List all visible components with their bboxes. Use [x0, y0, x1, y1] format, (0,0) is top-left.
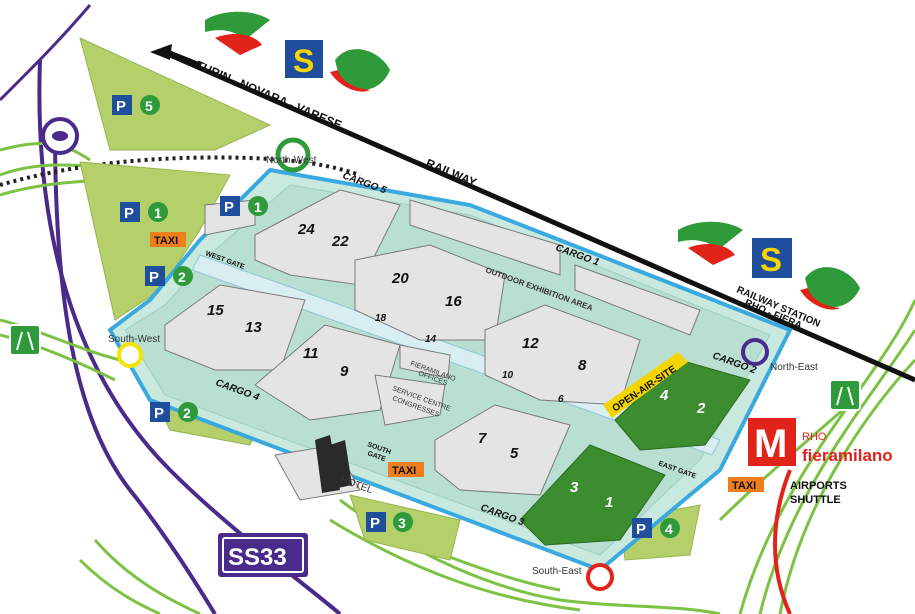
hall-18: 18 [375, 313, 387, 324]
taxi-east[interactable]: TAXI [728, 477, 764, 492]
parking-letter: P [224, 199, 234, 216]
parking-letter: P [124, 205, 134, 222]
parking-number: 2 [178, 269, 186, 285]
hall-20: 20 [391, 270, 409, 287]
metro-letter: M [754, 422, 787, 466]
parking-letter: P [149, 269, 159, 286]
hotel-tower [315, 435, 352, 493]
railway-dotted [0, 155, 361, 187]
parking-p1-covered[interactable]: P 1 [220, 196, 268, 216]
fs-logo-right [678, 221, 743, 265]
shuttle-line-1: AIRPORTS [790, 480, 847, 492]
motorway-icon-east [829, 379, 861, 411]
north-east-roundabout [741, 338, 769, 366]
metro-station[interactable]: M RHO fieramilano [748, 418, 893, 466]
north-west-roundabout [275, 137, 311, 173]
ss33-label: SS33 [228, 544, 287, 571]
parking-number: 5 [145, 98, 153, 114]
hall-14: 14 [425, 334, 437, 345]
railway-arrow [150, 44, 172, 60]
parking-number: 2 [183, 405, 191, 421]
railway-track [169, 52, 915, 383]
parking-p3[interactable]: P 3 [366, 512, 413, 532]
hall-4: 4 [659, 387, 669, 404]
taxi-west[interactable]: TAXI [150, 232, 186, 247]
south-east-label: South-East [532, 566, 582, 577]
taxi-label: TAXI [732, 480, 756, 492]
hall-1: 1 [605, 494, 613, 511]
hall-8: 8 [578, 357, 587, 374]
parking-p5[interactable]: P 5 [112, 95, 160, 115]
shuttle-line-2: SHUTTLE [790, 494, 841, 506]
parking-letter: P [116, 98, 126, 115]
hall-6: 6 [558, 394, 564, 405]
hall-2: 2 [696, 400, 706, 417]
hall-22: 22 [331, 233, 349, 250]
hall-7: 7 [478, 430, 487, 447]
s-glyph: S [760, 241, 782, 278]
motorway-icon-west [9, 324, 41, 356]
hall-numbers: 24 22 20 16 18 14 12 8 10 6 15 13 11 9 7… [207, 221, 706, 511]
fs-logo-top [205, 11, 270, 55]
hall-5: 5 [510, 445, 519, 462]
south-west-roundabout [117, 342, 143, 368]
parking-p4[interactable]: P 4 [632, 518, 680, 538]
trenord-s-logo-right: S [752, 238, 792, 278]
north-east-label: North-East [770, 362, 818, 373]
trenord-s-logo-top: S [285, 40, 323, 79]
hall-16: 16 [445, 293, 462, 310]
parking-number: 4 [665, 521, 673, 537]
area-p5 [79, 37, 272, 151]
metro-fieramilano: fieramilano [802, 446, 893, 465]
hall-13: 13 [245, 319, 262, 336]
parking-number: 3 [398, 515, 406, 531]
metro-line [773, 469, 792, 614]
hall-10: 10 [502, 370, 514, 381]
ss33-sign[interactable]: SS33 [218, 533, 308, 577]
south-east-roundabout [586, 563, 614, 591]
parking-letter: P [636, 521, 646, 538]
parking-p1[interactable]: P 1 [120, 202, 168, 222]
parking-number: 1 [254, 199, 262, 215]
parking-letter: P [154, 405, 164, 422]
car-icon [52, 131, 68, 141]
regional-logo-top [330, 49, 390, 92]
taxi-label: TAXI [154, 235, 178, 247]
hall-3: 3 [570, 479, 579, 496]
taxi-label: TAXI [392, 465, 416, 477]
hall-11: 11 [303, 345, 319, 362]
railway-label: RAILWAY [424, 156, 479, 190]
s-glyph: S [293, 43, 314, 79]
ss33-spur [0, 4, 92, 102]
taxi-south[interactable]: TAXI [388, 462, 424, 477]
south-west-label: South-West [108, 334, 160, 345]
metro-rho: RHO [802, 431, 827, 443]
hall-9: 9 [340, 363, 349, 380]
parking-p2-west[interactable]: P 2 [145, 266, 193, 286]
parking-number: 1 [154, 205, 162, 221]
ss33-road-west [53, 129, 217, 614]
parking-letter: P [370, 515, 380, 532]
parking-p2-south[interactable]: P 2 [150, 402, 198, 422]
hall-24: 24 [297, 221, 315, 238]
hall-12: 12 [522, 335, 539, 352]
open-air-band [603, 352, 688, 418]
hall-15: 15 [207, 302, 224, 319]
north-west-label: North-West [266, 155, 317, 166]
regional-logo-right [800, 267, 860, 310]
halls-green [519, 359, 751, 546]
halls-grey [164, 189, 701, 501]
